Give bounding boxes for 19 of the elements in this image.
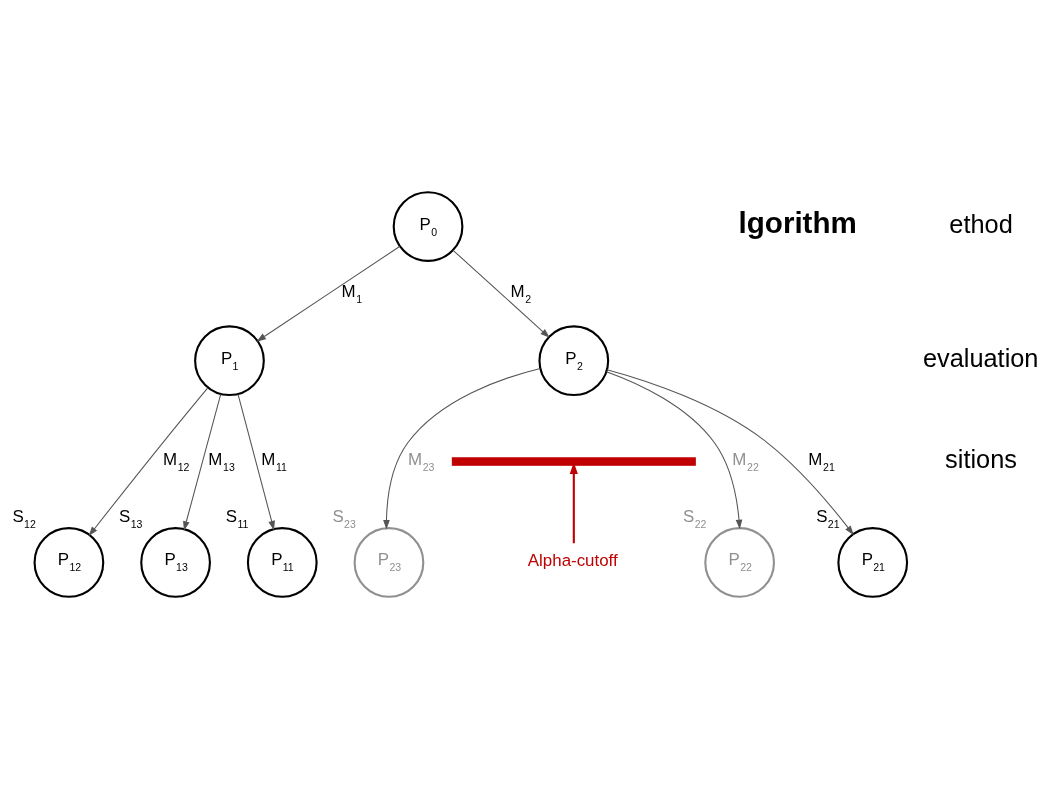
edge-label: M$_{1}$ [341,281,363,305]
node-label: S$_{21}$ [816,506,840,530]
edge-label: M$_{23}$ [407,449,435,473]
edge-label: M$_{12}$ [162,449,190,473]
node-label: S$_{23}$ [332,506,356,530]
edge-label: M$_{11}$ [261,449,287,473]
node-label: S$_{13}$ [119,506,143,530]
node-label: S$_{22}$ [683,506,707,530]
node-text: Alpha-cutoff [527,551,618,571]
edge-label: M$_{22}$ [732,449,759,473]
label: sitions [945,445,1017,474]
edge-label: M$_{13}$ [208,449,235,473]
label: lgorithm [738,205,857,239]
edge-label: M$_{2}$ [510,281,532,305]
node-label: S$_{12}$ [12,506,36,530]
edge-label: M$_{21}$ [808,449,835,473]
label: ethod [949,210,1013,239]
node-label: S$_{11}$ [225,506,249,530]
label: evaluation [922,344,1039,373]
